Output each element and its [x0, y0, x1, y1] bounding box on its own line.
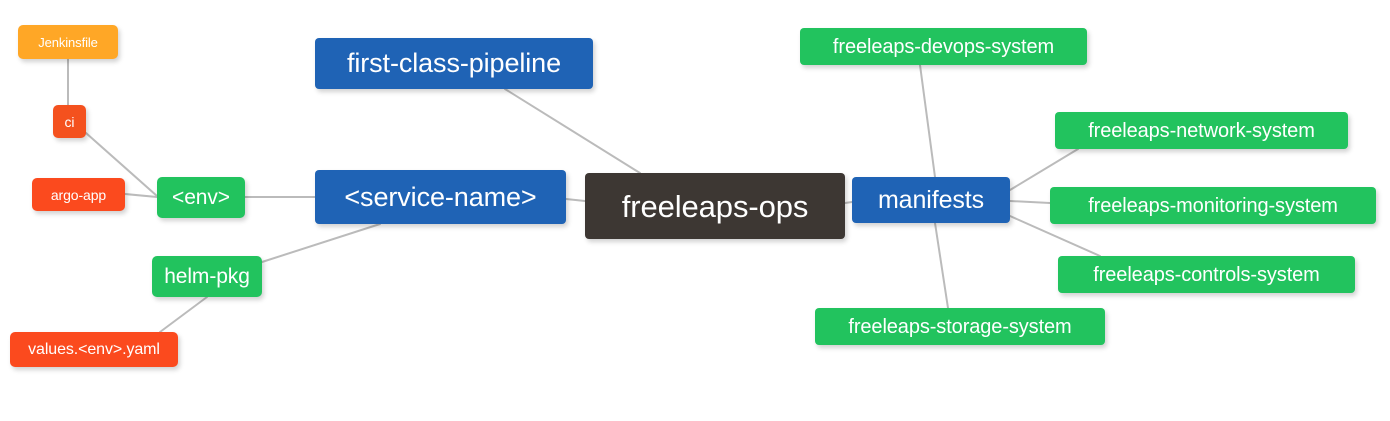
node-label-helm-pkg: helm-pkg — [164, 265, 250, 288]
edge-ci-to-env — [85, 132, 158, 197]
node-label-ci: ci — [64, 113, 75, 130]
node-freeleaps-monitoring-system[interactable]: freeleaps-monitoring-system — [1050, 187, 1376, 224]
edge-manifests-to-freeleaps-monitoring-system — [1009, 200, 1051, 204]
node-freeleaps-network-system[interactable]: freeleaps-network-system — [1055, 112, 1348, 149]
edge-freeleaps-ops-to-manifests — [844, 201, 853, 204]
node-label-manifests: manifests — [877, 185, 985, 214]
node-label-freeleaps-ops: freeleaps-ops — [621, 188, 809, 224]
node-freeleaps-storage-system[interactable]: freeleaps-storage-system — [815, 308, 1105, 345]
node-first-class-pipeline[interactable]: first-class-pipeline — [315, 38, 593, 89]
edge-first-class-pipeline-to-freeleaps-ops — [504, 88, 641, 174]
node-values-yaml[interactable]: values.<env>.yaml — [10, 332, 178, 367]
node-label-freeleaps-devops-system: freeleaps-devops-system — [832, 35, 1055, 58]
edge-argo-app-to-env — [124, 193, 158, 198]
node-helm-pkg[interactable]: helm-pkg — [152, 256, 262, 297]
node-freeleaps-ops[interactable]: freeleaps-ops — [585, 173, 845, 239]
node-manifests[interactable]: manifests — [852, 177, 1010, 223]
node-freeleaps-devops-system[interactable]: freeleaps-devops-system — [800, 28, 1087, 65]
edge-manifests-to-freeleaps-devops-system — [919, 64, 936, 178]
node-freeleaps-controls-system[interactable]: freeleaps-controls-system — [1058, 256, 1355, 293]
node-label-env: <env> — [172, 186, 230, 209]
edge-manifests-to-freeleaps-network-system — [1009, 148, 1079, 191]
node-label-first-class-pipeline: first-class-pipeline — [346, 48, 562, 78]
edge-manifests-to-freeleaps-storage-system — [934, 222, 949, 309]
node-jenkinsfile[interactable]: Jenkinsfile — [18, 25, 118, 59]
node-label-freeleaps-network-system: freeleaps-network-system — [1088, 119, 1315, 142]
node-label-freeleaps-storage-system: freeleaps-storage-system — [848, 315, 1072, 338]
node-label-jenkinsfile: Jenkinsfile — [38, 34, 98, 50]
node-label-values-yaml: values.<env>.yaml — [28, 340, 160, 358]
edge-helm-pkg-to-service-name — [261, 223, 381, 263]
node-label-argo-app: argo-app — [50, 186, 107, 203]
node-ci[interactable]: ci — [53, 105, 86, 138]
edge-manifests-to-freeleaps-controls-system — [1009, 215, 1101, 257]
node-env[interactable]: <env> — [157, 177, 245, 218]
node-label-service-name: <service-name> — [344, 181, 537, 212]
node-label-freeleaps-monitoring-system: freeleaps-monitoring-system — [1088, 194, 1338, 217]
edge-values-yaml-to-helm-pkg — [159, 296, 208, 333]
node-argo-app[interactable]: argo-app — [32, 178, 125, 211]
node-service-name[interactable]: <service-name> — [315, 170, 566, 224]
edge-service-name-to-freeleaps-ops — [565, 198, 586, 202]
node-label-freeleaps-controls-system: freeleaps-controls-system — [1093, 263, 1320, 286]
